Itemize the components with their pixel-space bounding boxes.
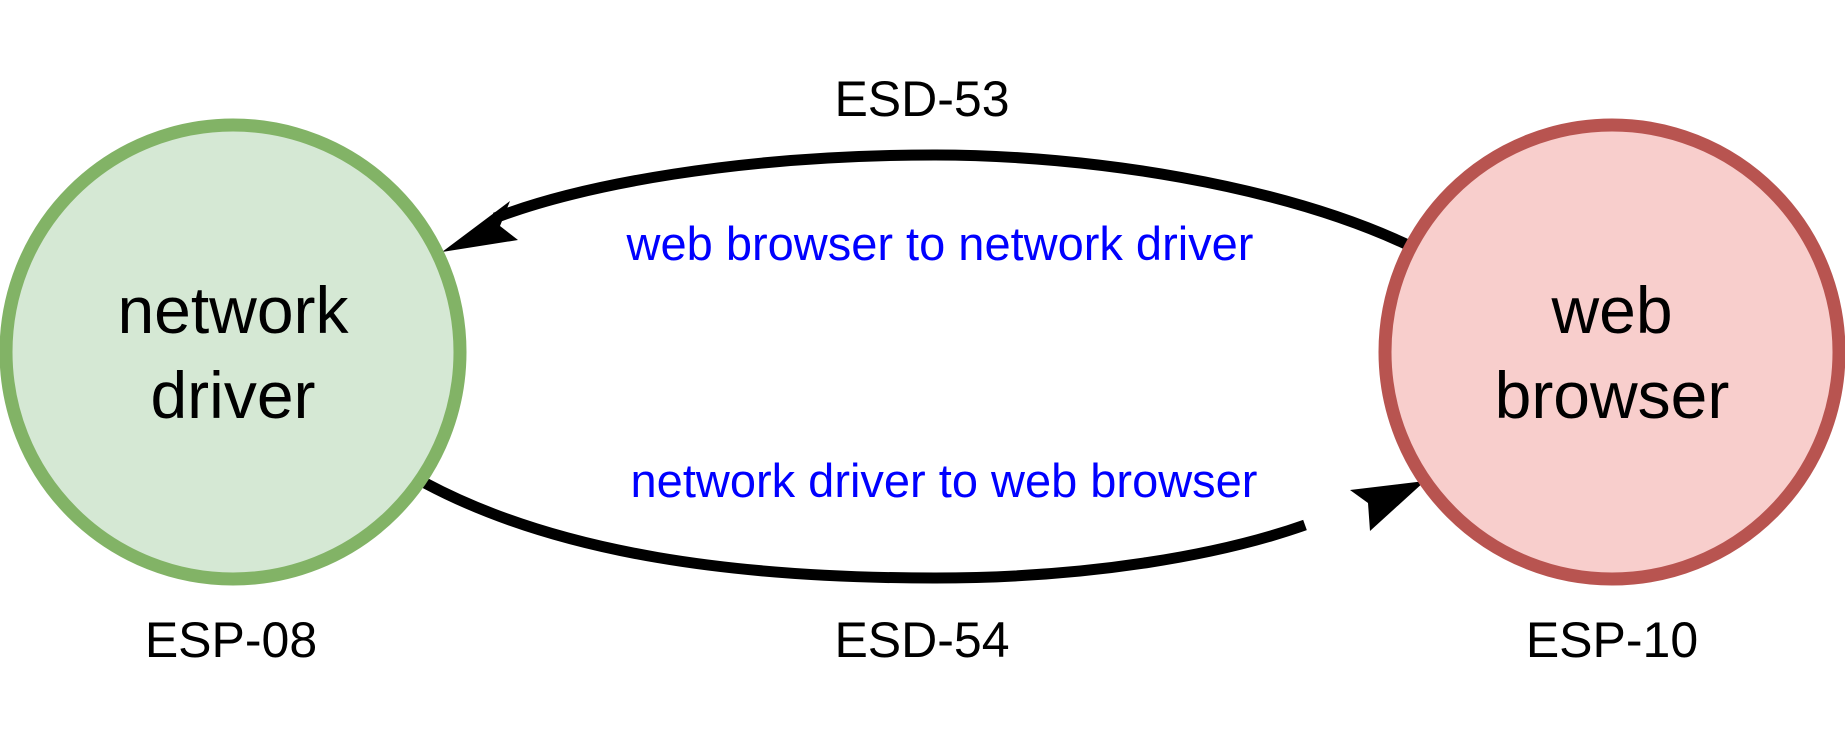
edge-top-line [493,149,1411,250]
node-web-browser-circle [1378,118,1845,586]
node-network-driver-id: ESP-08 [145,612,317,668]
node-network-driver-label-line2: driver [150,358,315,432]
node-web-browser: web browser [1378,118,1845,586]
edge-bottom-line [422,478,1307,584]
edge-top-description: web browser to network driver [626,217,1254,270]
edge-bottom-id: ESD-54 [834,612,1009,668]
edge-top-id: ESD-53 [834,71,1009,127]
node-network-driver-label-line1: network [117,273,349,347]
arrowhead-right-icon [1350,481,1425,531]
node-network-driver-circle [0,118,467,586]
edge-bottom-description: network driver to web browser [631,454,1258,507]
arrowhead-left-icon [442,201,518,252]
edge-web-browser-to-network-driver [442,149,1411,252]
edge-network-driver-to-web-browser [422,478,1425,584]
node-web-browser-id: ESP-10 [1526,612,1698,668]
node-web-browser-label-line1: web [1550,273,1672,347]
node-web-browser-label-line2: browser [1495,358,1730,432]
node-network-driver: network driver [0,118,467,586]
